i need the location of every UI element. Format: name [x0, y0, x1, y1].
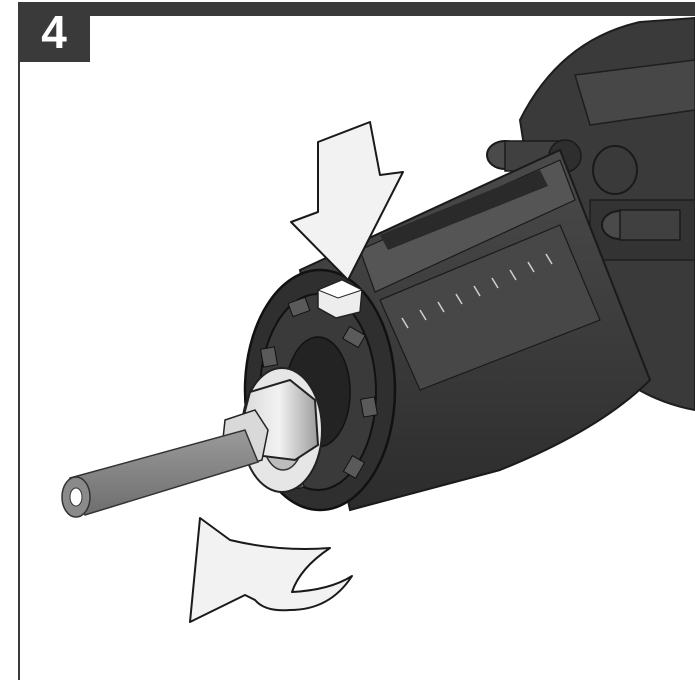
wrench [61, 429, 260, 518]
rotation-arrow-icon [189, 517, 353, 623]
step-number-badge: 4 [18, 2, 90, 62]
push-down-arrow-icon [290, 121, 404, 281]
depth-scale [401, 253, 553, 329]
spindle-lock-button [316, 279, 364, 319]
motor-housing [486, 16, 695, 412]
side-knob [601, 209, 681, 241]
flange-nut [201, 367, 323, 493]
